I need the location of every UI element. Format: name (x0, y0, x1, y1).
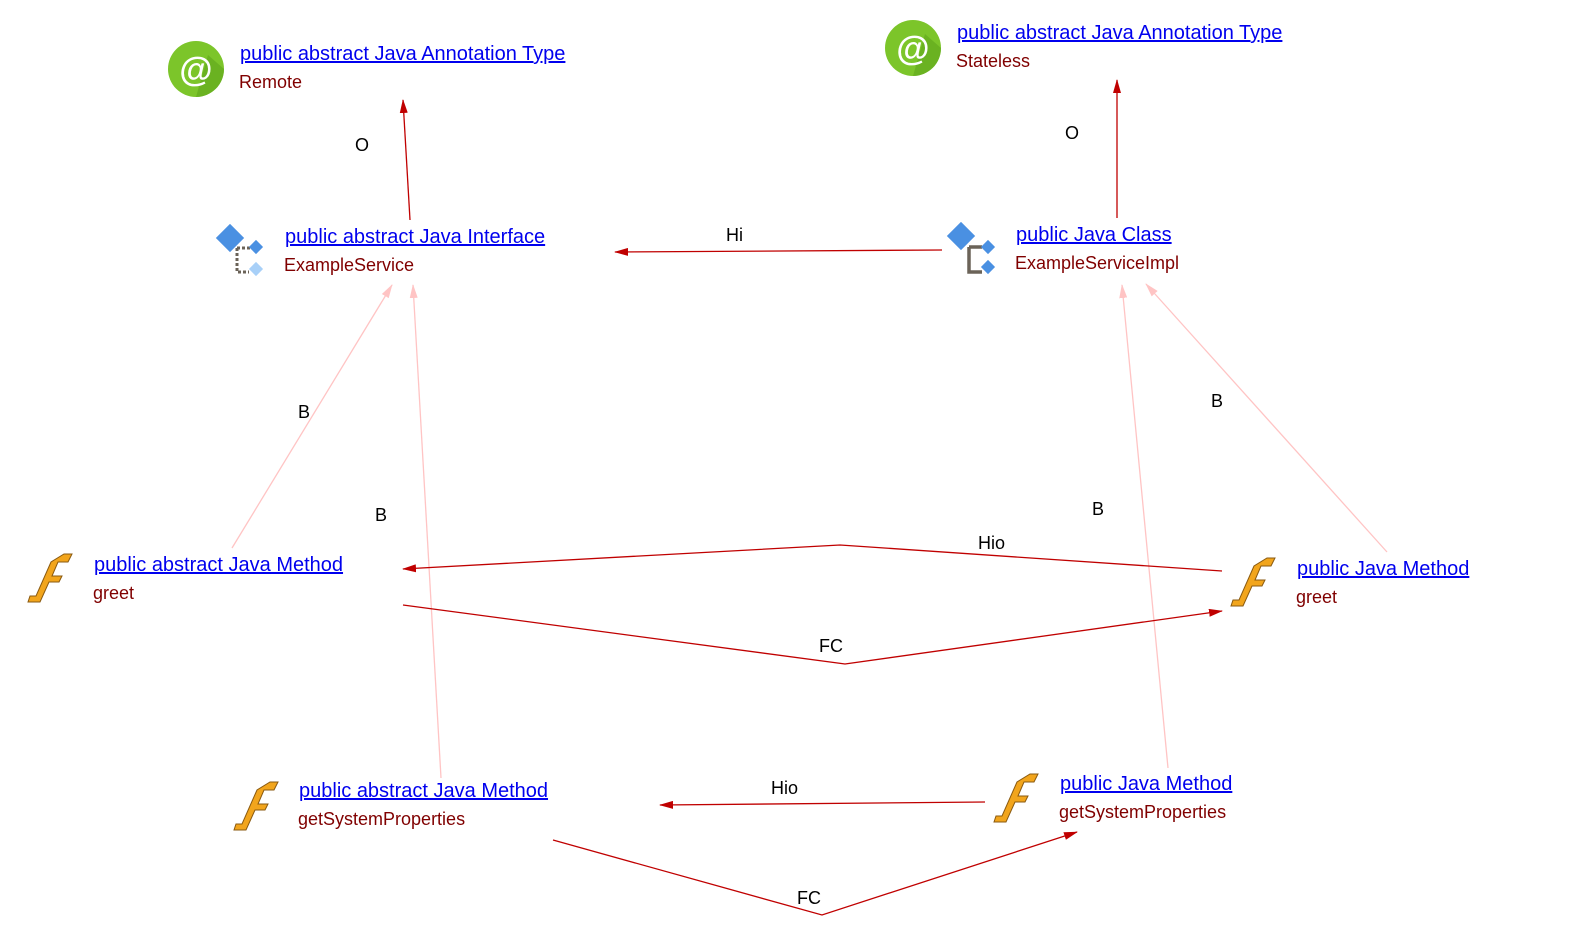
method-icon (27, 553, 73, 603)
node-name: greet (1296, 587, 1338, 607)
edge-fc-getsys (552, 831, 1078, 916)
edge-label: B (1211, 391, 1223, 411)
edge-label: O (355, 135, 369, 155)
edge-fc-greet (402, 604, 1223, 665)
method-icon (993, 773, 1039, 823)
edge-hio-greet (402, 544, 1223, 573)
annotation-icon: @ (168, 41, 224, 97)
node-kind-link[interactable]: public abstract Java Annotation Type (957, 22, 1283, 44)
edge-hio-getsys (659, 800, 986, 809)
edge-label: B (1092, 499, 1104, 519)
edge-label: O (1065, 123, 1079, 143)
edge-b-greet-interface (231, 284, 393, 549)
edge-label: B (298, 402, 310, 422)
edge-label: Hio (978, 533, 1005, 553)
node-name: getSystemProperties (298, 809, 466, 829)
node-kind-link[interactable]: public abstract Java Method (94, 554, 344, 576)
edge-label: FC (797, 888, 821, 908)
node-name: getSystemProperties (1059, 802, 1227, 822)
edge-label: Hio (771, 778, 798, 798)
node-kind-link[interactable]: public Java Method (1060, 773, 1233, 795)
node-name: greet (93, 583, 135, 603)
edge-label: Hi (726, 225, 743, 245)
svg-text:@: @ (896, 30, 929, 68)
node-kind-link[interactable]: public Java Method (1297, 558, 1470, 580)
edge-label: FC (819, 636, 843, 656)
svg-text:@: @ (179, 51, 212, 89)
node-name: ExampleServiceImpl (1015, 253, 1180, 273)
method-icon (1230, 557, 1276, 607)
edge-hi-class-interface (614, 247, 943, 256)
edge-b-getsys-interface (409, 284, 442, 779)
node-kind-link[interactable]: public Java Class (1016, 224, 1172, 246)
edge-b-getsysimpl-class (1119, 284, 1169, 769)
edge-label: B (375, 505, 387, 525)
edge-o-interface-remote (399, 99, 411, 221)
annotation-icon: @ (885, 20, 941, 76)
interface-icon (215, 224, 264, 277)
class-icon (946, 222, 996, 275)
method-icon (233, 781, 279, 831)
node-kind-link[interactable]: public abstract Java Annotation Type (240, 43, 566, 65)
node-name: Remote (239, 72, 303, 92)
node-kind-link[interactable]: public abstract Java Interface (285, 226, 546, 248)
node-name: Stateless (956, 51, 1031, 71)
node-name: ExampleService (284, 255, 415, 275)
edge-b-greetimpl-class (1145, 283, 1388, 553)
node-kind-link[interactable]: public abstract Java Method (299, 780, 549, 802)
